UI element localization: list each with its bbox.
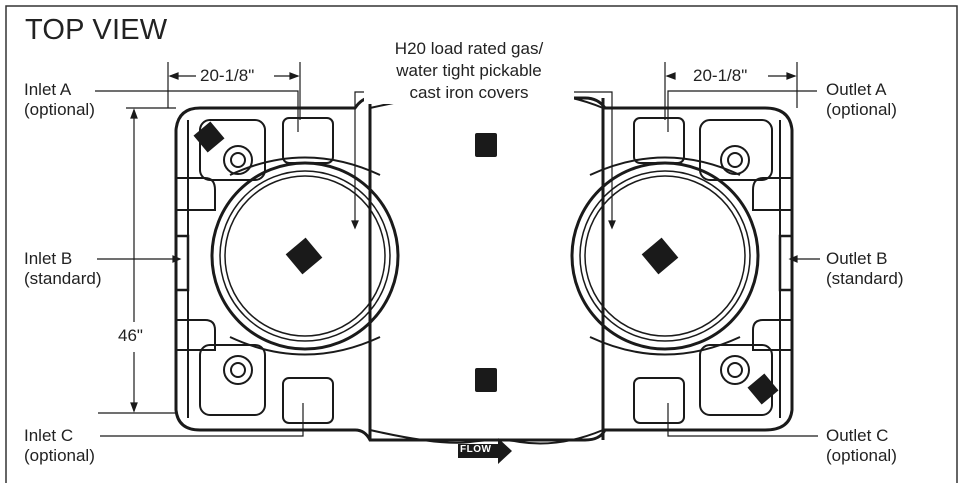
tank-inner-detail — [174, 117, 794, 424]
outlet-c-sub: (optional) — [826, 446, 897, 465]
logo-stamps — [193, 121, 779, 405]
outlet-b-callout: Outlet B (standard) — [826, 249, 903, 289]
outlet-a-sub: (optional) — [826, 100, 897, 119]
covers-note: H20 load rated gas/ water tight pickable… — [364, 38, 574, 104]
outlet-c-callout: Outlet C (optional) — [826, 426, 897, 466]
outer-frame — [5, 5, 958, 483]
inlet-c-sub: (optional) — [24, 446, 95, 465]
cover-right — [570, 156, 760, 356]
dimension-lines — [98, 62, 798, 414]
outlet-b-sub: (standard) — [826, 269, 904, 288]
right-width-dimension: 20-1/8" — [691, 66, 750, 86]
outlet-a-name: Outlet A — [826, 80, 887, 99]
covers-note-line-3: cast iron covers — [364, 82, 574, 104]
outlet-b-name: Outlet B — [826, 249, 888, 268]
outlet-c-name: Outlet C — [826, 426, 889, 445]
cover-left — [210, 156, 400, 356]
flow-label: FLOW — [460, 444, 492, 455]
inlet-b-sub: (standard) — [24, 269, 102, 288]
inlet-a-name: Inlet A — [24, 80, 72, 99]
corner-ports — [223, 145, 750, 385]
inlet-b-name: Inlet B — [24, 249, 73, 268]
left-width-dimension: 20-1/8" — [198, 66, 257, 86]
inlet-c-name: Inlet C — [24, 426, 74, 445]
inlet-b-callout: Inlet B (standard) — [24, 249, 101, 289]
covers-note-line-1: H20 load rated gas/ — [394, 39, 544, 58]
outlet-a-callout: Outlet A (optional) — [826, 80, 897, 120]
diagram-title: TOP VIEW — [25, 14, 168, 46]
leader-lines — [95, 90, 820, 437]
inlet-a-callout: Inlet A (optional) — [24, 80, 95, 120]
inlet-c-callout: Inlet C (optional) — [24, 426, 95, 466]
inlet-a-sub: (optional) — [24, 100, 95, 119]
height-dimension: 46" — [116, 326, 145, 346]
flow-arrow-icon — [458, 438, 512, 464]
covers-note-line-2: water tight pickable — [396, 61, 542, 80]
